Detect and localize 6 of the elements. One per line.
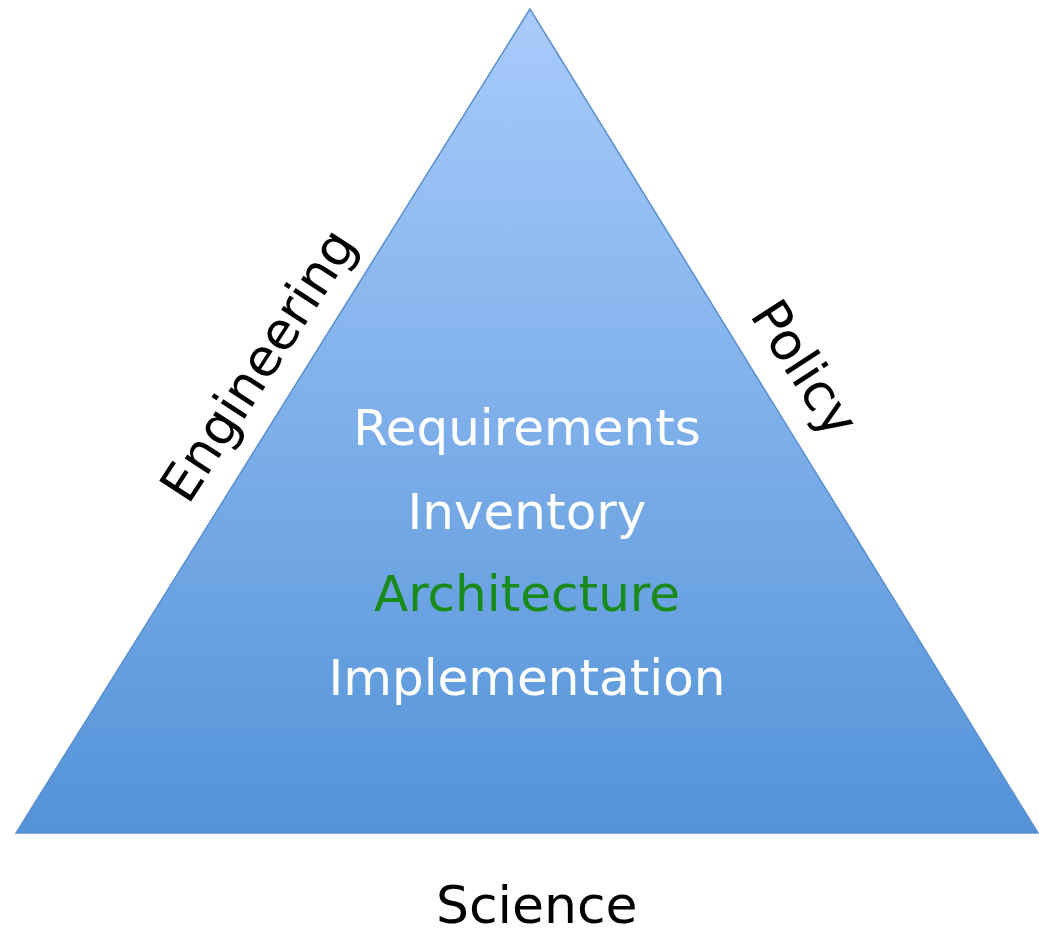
text-line: Requirements xyxy=(353,399,701,457)
base-label: Science xyxy=(436,875,638,935)
text-line: Implementation xyxy=(328,649,726,707)
text-line: Inventory xyxy=(407,483,647,541)
text-line: Architecture xyxy=(373,565,681,623)
triangle xyxy=(15,8,1039,834)
